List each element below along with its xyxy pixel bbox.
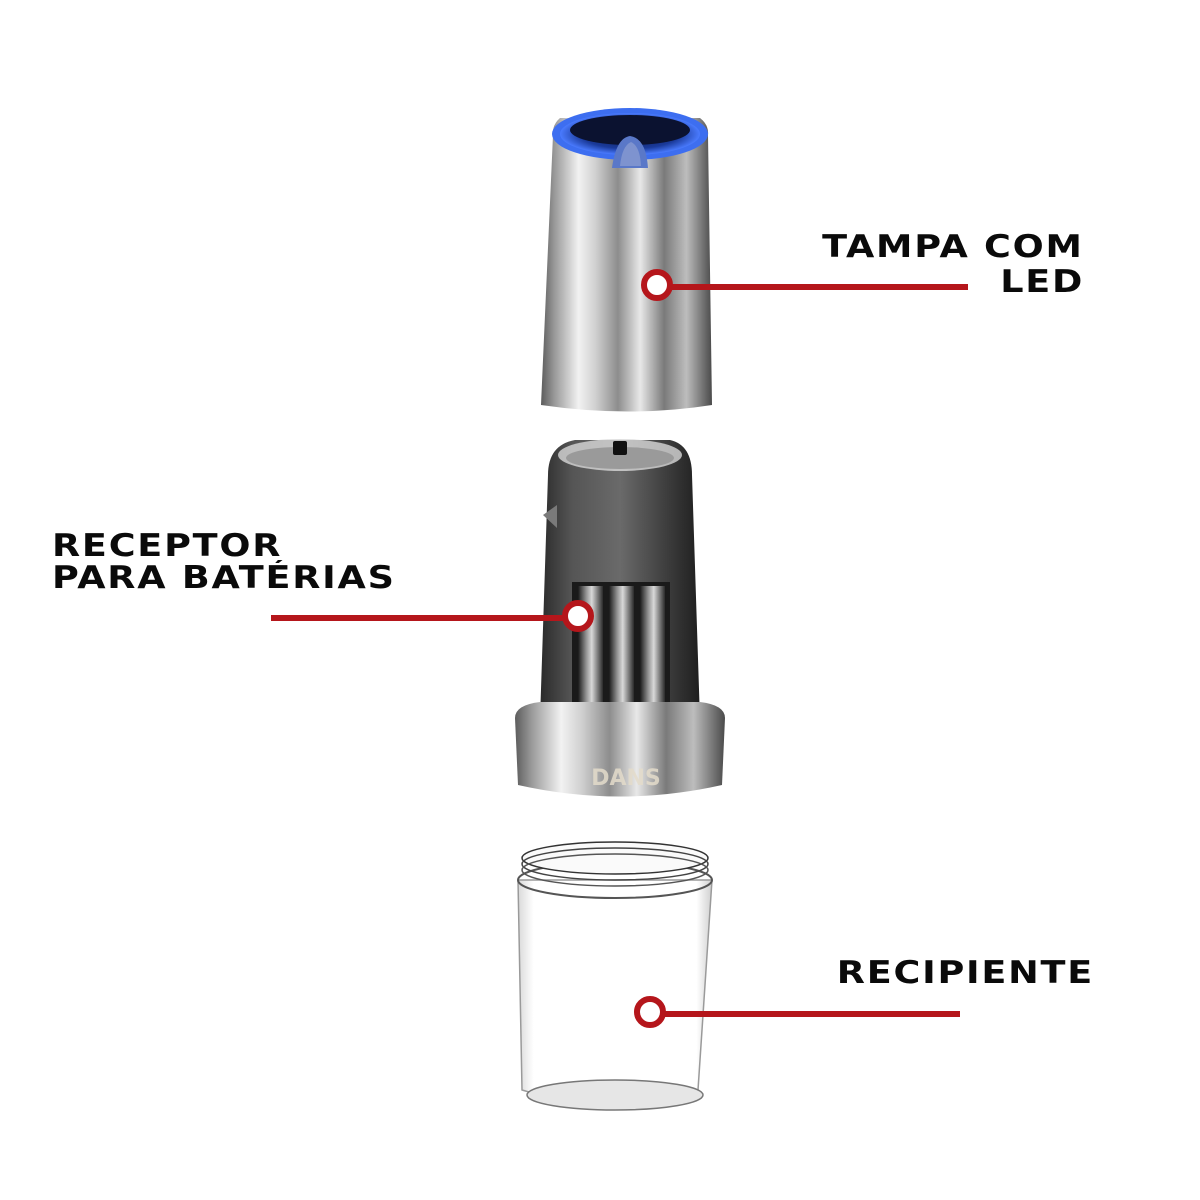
callout-battery-marker-icon	[562, 600, 594, 632]
callout-lid-line	[660, 284, 968, 290]
callout-container-label: RECIPIENTE	[836, 955, 1094, 991]
callout-lid-label-line2: LED	[1000, 264, 1084, 300]
brand-mark: DANS	[591, 766, 661, 791]
callout-lid-marker-icon	[641, 269, 673, 301]
callout-lid-label-line1: TAMPA COM	[822, 229, 1084, 265]
callout-battery-label-line1: RECEPTOR	[52, 528, 283, 564]
battery-housing-part: DANS	[515, 439, 725, 797]
lid-part	[541, 108, 712, 412]
container-part	[517, 841, 713, 1111]
callout-battery-line	[271, 615, 580, 621]
callout-container-line	[652, 1011, 960, 1017]
callout-container-marker-icon	[634, 996, 666, 1028]
callout-battery-label-line2: PARA BATÉRIAS	[52, 560, 396, 596]
